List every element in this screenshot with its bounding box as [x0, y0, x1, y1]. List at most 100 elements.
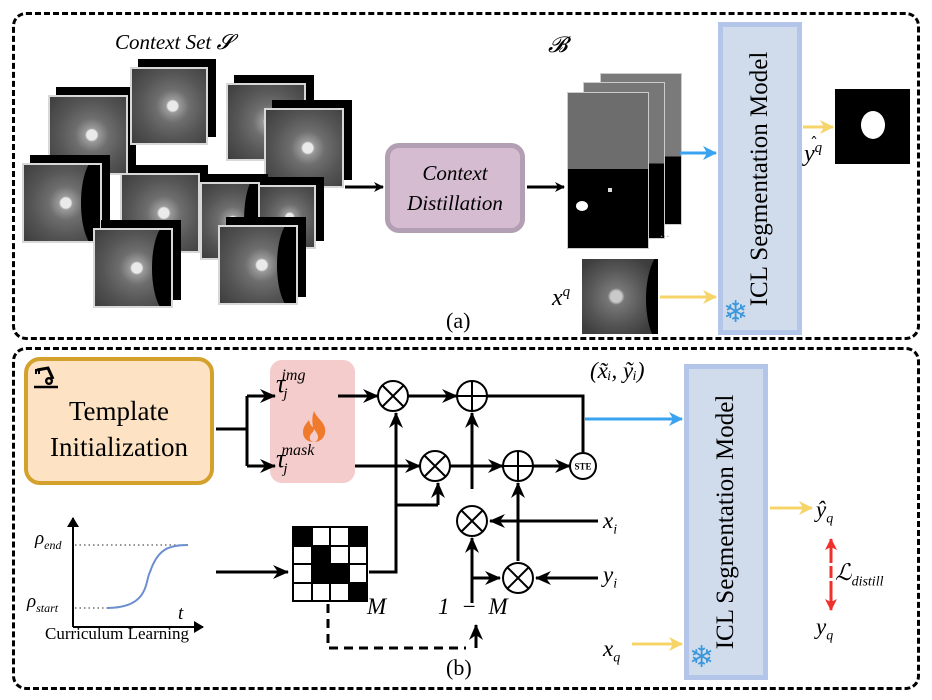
context-distillation-label-1: Context	[422, 161, 488, 185]
tau-mask-base: τ	[276, 444, 286, 473]
mask-cell	[348, 582, 367, 601]
panel-b-circuit: STE	[216, 380, 837, 651]
rho-start-base: ρ	[27, 591, 37, 612]
rho-end-label: ρend	[35, 528, 61, 553]
panel-a	[12, 12, 920, 340]
prediction-base: y	[804, 141, 815, 167]
multiply-node-img	[377, 380, 409, 412]
loss-base: ℒ	[835, 560, 852, 585]
fundus-image	[93, 228, 173, 308]
loss-sub: distill	[851, 574, 884, 590]
t-axis-label: t	[178, 603, 184, 624]
icl-segmentation-model-a: ICL Segmentation Model ❄	[718, 22, 802, 335]
y-q-label: yq	[816, 614, 833, 645]
mask-cell	[293, 582, 312, 601]
output-pair-label: (x̃ᵢ, ỹᵢ)	[590, 358, 645, 383]
wire-add-img-out	[487, 394, 585, 452]
buffer-card	[567, 92, 649, 249]
hat-accent: ˆ	[810, 134, 818, 153]
snowflake-icon: ❄	[689, 640, 715, 675]
mask-cell	[330, 564, 349, 583]
snowflake-icon: ❄	[723, 295, 749, 330]
panel-a-arrows	[345, 120, 834, 304]
curriculum-learning-title: Curriculum Learning	[45, 624, 189, 643]
context-distillation-box: Context Distillation	[385, 143, 525, 233]
x-q-label: xq	[603, 636, 620, 667]
rho-end-sub: end	[44, 537, 62, 552]
wire-mask-to-mult	[369, 546, 398, 574]
curriculum-learning-plot	[67, 517, 204, 633]
prediction-sup: q	[814, 140, 823, 156]
mask-cell	[293, 545, 312, 564]
query-input-sup: q	[562, 284, 571, 300]
tau-mask-sub: j	[283, 461, 288, 477]
mask-label: M	[367, 594, 387, 619]
query-image	[582, 259, 658, 334]
add-node-img	[456, 380, 488, 412]
multiply-node-y	[502, 562, 534, 594]
wire-mask-to-inverse-dashed	[326, 604, 466, 650]
template-initialization-box: Template Initialization	[24, 357, 214, 485]
template-init-label-2: Initialization	[50, 432, 188, 462]
y-hat-q-base: ŷ	[816, 497, 827, 522]
mask-cell	[330, 545, 349, 564]
loss-distill-label: ℒdistill	[835, 560, 883, 591]
prediction-label: yq	[804, 140, 822, 168]
mask-grid	[292, 526, 368, 602]
query-input-label: xq	[552, 284, 570, 312]
mask-cell	[348, 545, 367, 564]
robot-arm-icon	[34, 365, 58, 389]
rho-start-sub: start	[36, 600, 59, 615]
mask-cell	[330, 582, 349, 601]
y-q-base: y	[816, 614, 827, 639]
mask-cell	[311, 564, 330, 583]
context-set-title-text: Context Set	[115, 30, 217, 54]
panel-b-caption: (b)	[446, 655, 472, 680]
x-q-sub: q	[613, 650, 621, 666]
ste-label: STE	[574, 462, 591, 472]
context-set-title: Context Set 𝓢	[115, 30, 233, 55]
multiply-node-mask	[419, 450, 451, 482]
fundus-image	[22, 163, 102, 243]
add-node-mask	[502, 450, 534, 482]
icl-segmentation-model-b: ICL Segmentation Model ❄	[684, 364, 768, 680]
mask-cell	[330, 527, 349, 546]
y-q-sub: q	[826, 628, 834, 644]
template-init-label-1: Template	[68, 396, 170, 426]
mask-cell	[311, 582, 330, 601]
y-i-sub: i	[613, 576, 618, 592]
y-i-label: yi	[603, 562, 617, 593]
predicted-mask	[835, 89, 910, 164]
tau-img-sup: img	[281, 367, 306, 384]
mask-cell	[293, 527, 312, 546]
curriculum-curve	[106, 544, 189, 609]
buffer-symbol: 𝓑	[548, 32, 568, 57]
y-i-base: y	[603, 562, 614, 587]
tau-mask-sup: mask	[281, 442, 315, 459]
fundus-image	[218, 225, 298, 305]
x-i-sub: i	[613, 522, 618, 538]
multiply-node-x	[456, 505, 488, 537]
mask-cell	[293, 564, 312, 583]
mask-cell	[348, 564, 367, 583]
y-hat-q-label: ŷq	[816, 497, 833, 528]
panel-a-caption: (a)	[446, 308, 471, 333]
query-input-base: x	[552, 285, 563, 311]
context-distillation-label-2: Distillation	[407, 191, 503, 215]
context-set-symbol: 𝓢	[216, 30, 233, 54]
tau-img-base: τ	[276, 369, 286, 398]
panel-b	[12, 347, 920, 690]
x-i-base: x	[603, 508, 614, 533]
y-hat-q-sub: q	[826, 511, 834, 527]
x-q-base: x	[603, 636, 614, 661]
mask-cell	[348, 527, 367, 546]
ellipsis-dots: ···	[660, 232, 670, 243]
fundus-image	[130, 67, 208, 145]
mask-cell	[311, 527, 330, 546]
wire-template-split	[216, 396, 249, 466]
tau-img-label: τjimg	[276, 367, 305, 403]
mask-cell	[311, 545, 330, 564]
rho-start-label: ρstart	[27, 591, 58, 616]
fire-icon	[301, 411, 327, 447]
ste-node: STE	[569, 452, 597, 480]
